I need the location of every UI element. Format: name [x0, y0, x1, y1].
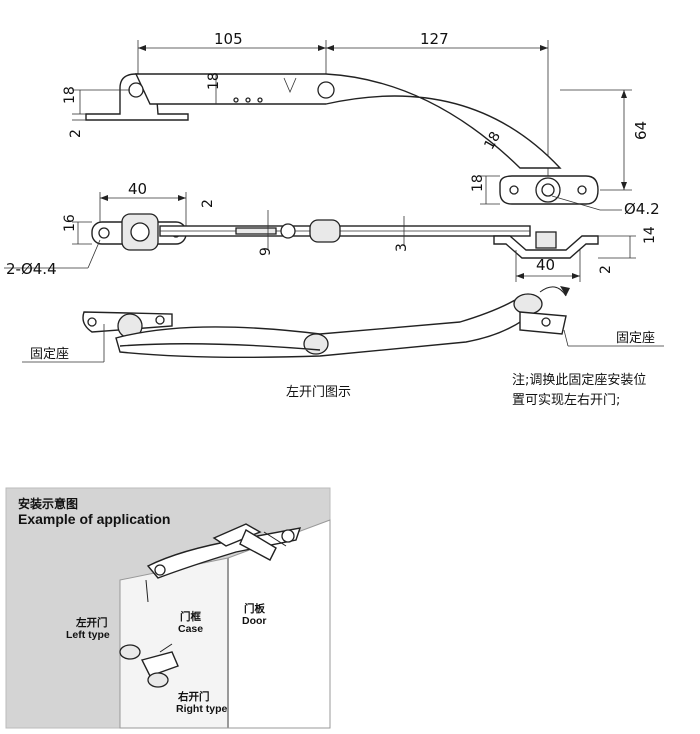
dim-side-thickness: 2 — [200, 199, 216, 208]
left-type-en: Left type — [66, 629, 110, 641]
case-cn: 门框 — [180, 610, 201, 623]
app-title-en: Example of application — [18, 511, 170, 527]
right-type-cn: 右开门 — [177, 690, 210, 703]
note-line-2: 置可实现左右开门; — [512, 393, 620, 408]
door-cn: 门板 — [244, 602, 265, 615]
app-title-cn: 安装示意图 — [18, 496, 78, 511]
dim-offset-3: 3 — [394, 243, 410, 252]
dim-side-width: 16 — [62, 214, 78, 232]
case-en: Case — [178, 623, 203, 635]
side-view: 40 2 16 9 3 2-Ø4.4 — [4, 180, 658, 282]
dim-end-arm-width: 18 — [481, 129, 504, 152]
note-line-1: 注;调换此固定座安装位 — [512, 373, 646, 388]
dim-offset-9: 9 — [258, 247, 274, 256]
door-en: Door — [242, 615, 267, 627]
dim-hole-right: Ø4.2 — [624, 200, 660, 218]
dim-end-base-height: 18 — [470, 174, 486, 192]
dim-105: 105 — [214, 30, 243, 48]
fixed-seat-label-right: 固定座 — [616, 331, 655, 346]
dim-right-base-length: 40 — [536, 256, 555, 274]
dim-127: 127 — [420, 30, 449, 48]
top-view: 105 127 18 2 18 64 1 — [62, 30, 660, 218]
dim-arm-width: 18 — [206, 72, 222, 90]
dim-right-base-thickness: 2 — [598, 265, 614, 274]
application-example: 安装示意图 Example of application 左开门 Left ty… — [5, 487, 331, 729]
dim-right-base-height: 14 — [642, 226, 658, 244]
dim-base-thickness: 2 — [68, 129, 84, 138]
left-type-cn: 左开门 — [75, 616, 108, 629]
dim-hole-left: 2-Ø4.4 — [6, 260, 57, 278]
dim-drop: 64 — [632, 121, 650, 140]
perspective-view: 固定座 固定座 左开门图示 注;调换此固定座安装位 置可实现左右开门; — [22, 286, 664, 408]
right-type-en: Right type — [176, 703, 227, 715]
left-opening-caption: 左开门图示 — [286, 385, 351, 400]
dim-left-base-length: 40 — [128, 180, 147, 198]
fixed-seat-label-left: 固定座 — [30, 347, 69, 362]
dim-base-height: 18 — [62, 86, 78, 104]
